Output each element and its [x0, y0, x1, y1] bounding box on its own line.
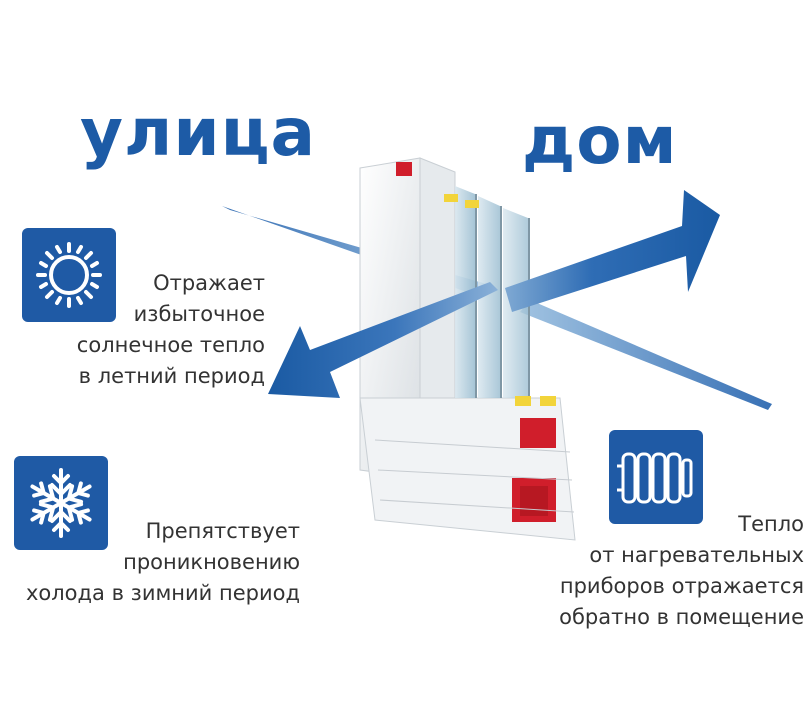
caption-heat-line-3: приборов отражается	[559, 574, 804, 598]
caption-heat: Тепло от нагревательных приборов отражае…	[559, 509, 804, 633]
caption-snow-line-2: проникновению	[123, 550, 300, 574]
caption-snow: Препятствует проникновению холода в зимн…	[26, 516, 300, 609]
caption-snow-line-3: холода в зимний период	[25, 581, 300, 605]
caption-sun: Отражает избыточное солнечное тепло в ле…	[77, 268, 265, 392]
heading-street: улица	[80, 94, 317, 171]
arrow-left	[268, 282, 498, 398]
caption-sun-line-4: в летний период	[78, 364, 265, 388]
caption-heat-line-4: обратно в помещение	[559, 605, 804, 629]
caption-heat-line-2: от нагревательных	[589, 543, 804, 567]
caption-snow-line-1: Препятствует	[145, 519, 300, 543]
caption-heat-line-1: Тепло	[738, 512, 804, 536]
caption-sun-line-1: Отражает	[153, 271, 265, 295]
radiator-icon	[609, 430, 703, 524]
caption-sun-line-2: избыточное	[133, 302, 265, 326]
arrow-right	[505, 190, 720, 312]
window-frame	[359, 157, 576, 541]
caption-sun-line-3: солнечное тепло	[76, 333, 265, 357]
sun-icon	[22, 228, 116, 322]
heading-home: дом	[522, 102, 678, 179]
snowflake-icon	[14, 456, 108, 550]
heat-beam-in	[520, 300, 772, 410]
